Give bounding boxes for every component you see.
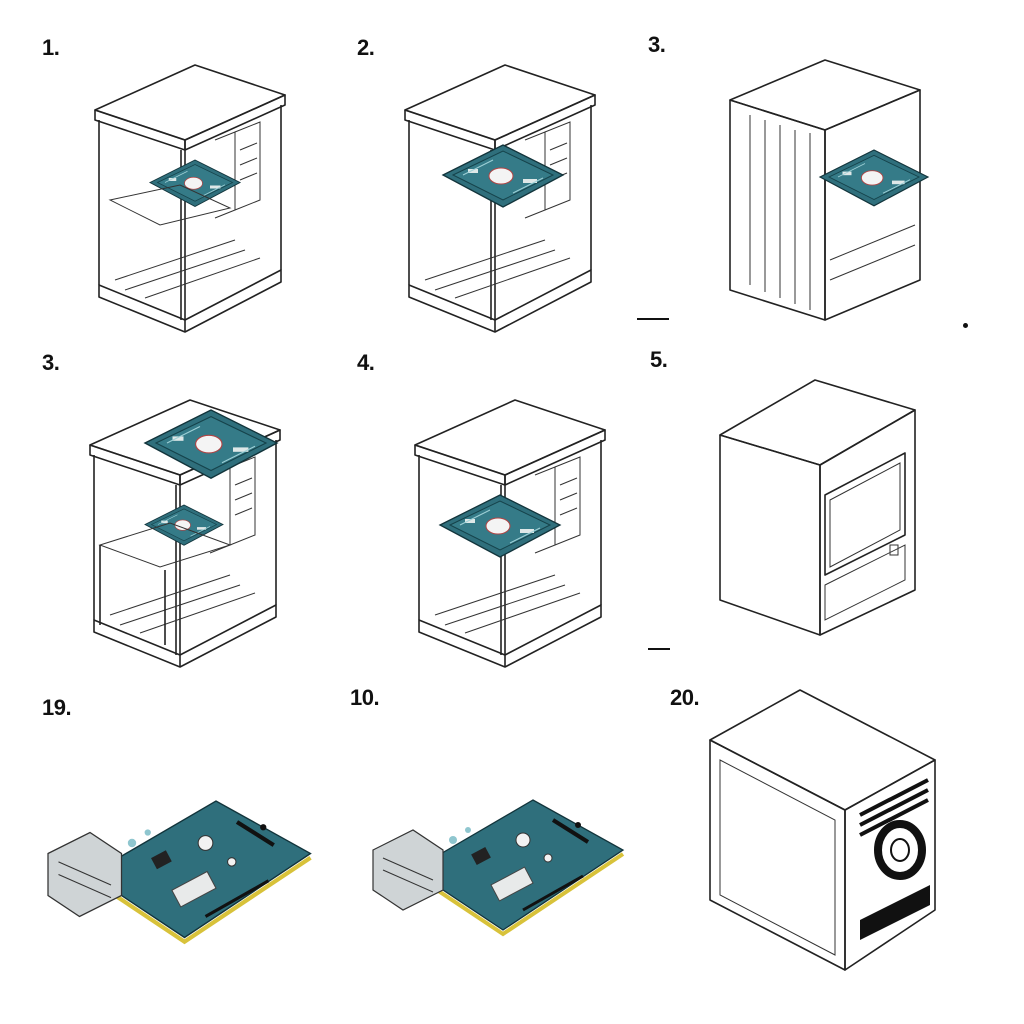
step-panel-2: 2. — [335, 30, 665, 360]
step-panel-6: 5. — [630, 345, 960, 675]
step-panel-8: 10. — [335, 680, 665, 1010]
step-panel-3: 3. — [630, 30, 960, 360]
closed-case-vented-illustration — [709, 689, 936, 971]
step-number: 10. — [350, 685, 380, 710]
expansion-card — [48, 801, 311, 942]
motherboard-top — [144, 409, 278, 479]
step-number: 3. — [42, 350, 60, 375]
vent-slots — [859, 778, 929, 837]
step-panel-5: 4. — [335, 345, 665, 675]
dot-mark — [963, 323, 968, 328]
expansion-card-illustration — [20, 690, 350, 1020]
dash-mark — [637, 318, 669, 320]
motherboard — [439, 494, 561, 558]
open-case-illustration — [414, 399, 606, 668]
step-panel-4: 3. — [20, 345, 350, 675]
step-number: 5. — [650, 347, 668, 372]
step-number: 19. — [42, 695, 72, 720]
step-panel-9: 20. — [650, 680, 980, 1010]
open-case-two-boards-illustration — [89, 399, 281, 668]
step-number: 20. — [670, 685, 700, 710]
expansion-card-illustration — [371, 798, 625, 936]
motherboard — [149, 159, 241, 207]
step-panel-7: 19. — [20, 690, 350, 1020]
motherboard-lower — [144, 504, 224, 546]
open-case-illustration — [404, 64, 596, 333]
step-number: 2. — [357, 35, 375, 60]
open-case-illustration — [94, 64, 286, 333]
step-number: 1. — [42, 35, 60, 60]
dash-mark — [648, 648, 670, 650]
step-number: 4. — [357, 350, 375, 375]
step-number: 3. — [648, 32, 666, 57]
closed-case-front-panel-illustration — [719, 379, 916, 636]
closed-side-case-illustration — [729, 59, 929, 321]
motherboard — [819, 149, 929, 207]
step-panel-1: 1. — [20, 30, 350, 360]
expansion-card — [371, 798, 625, 936]
